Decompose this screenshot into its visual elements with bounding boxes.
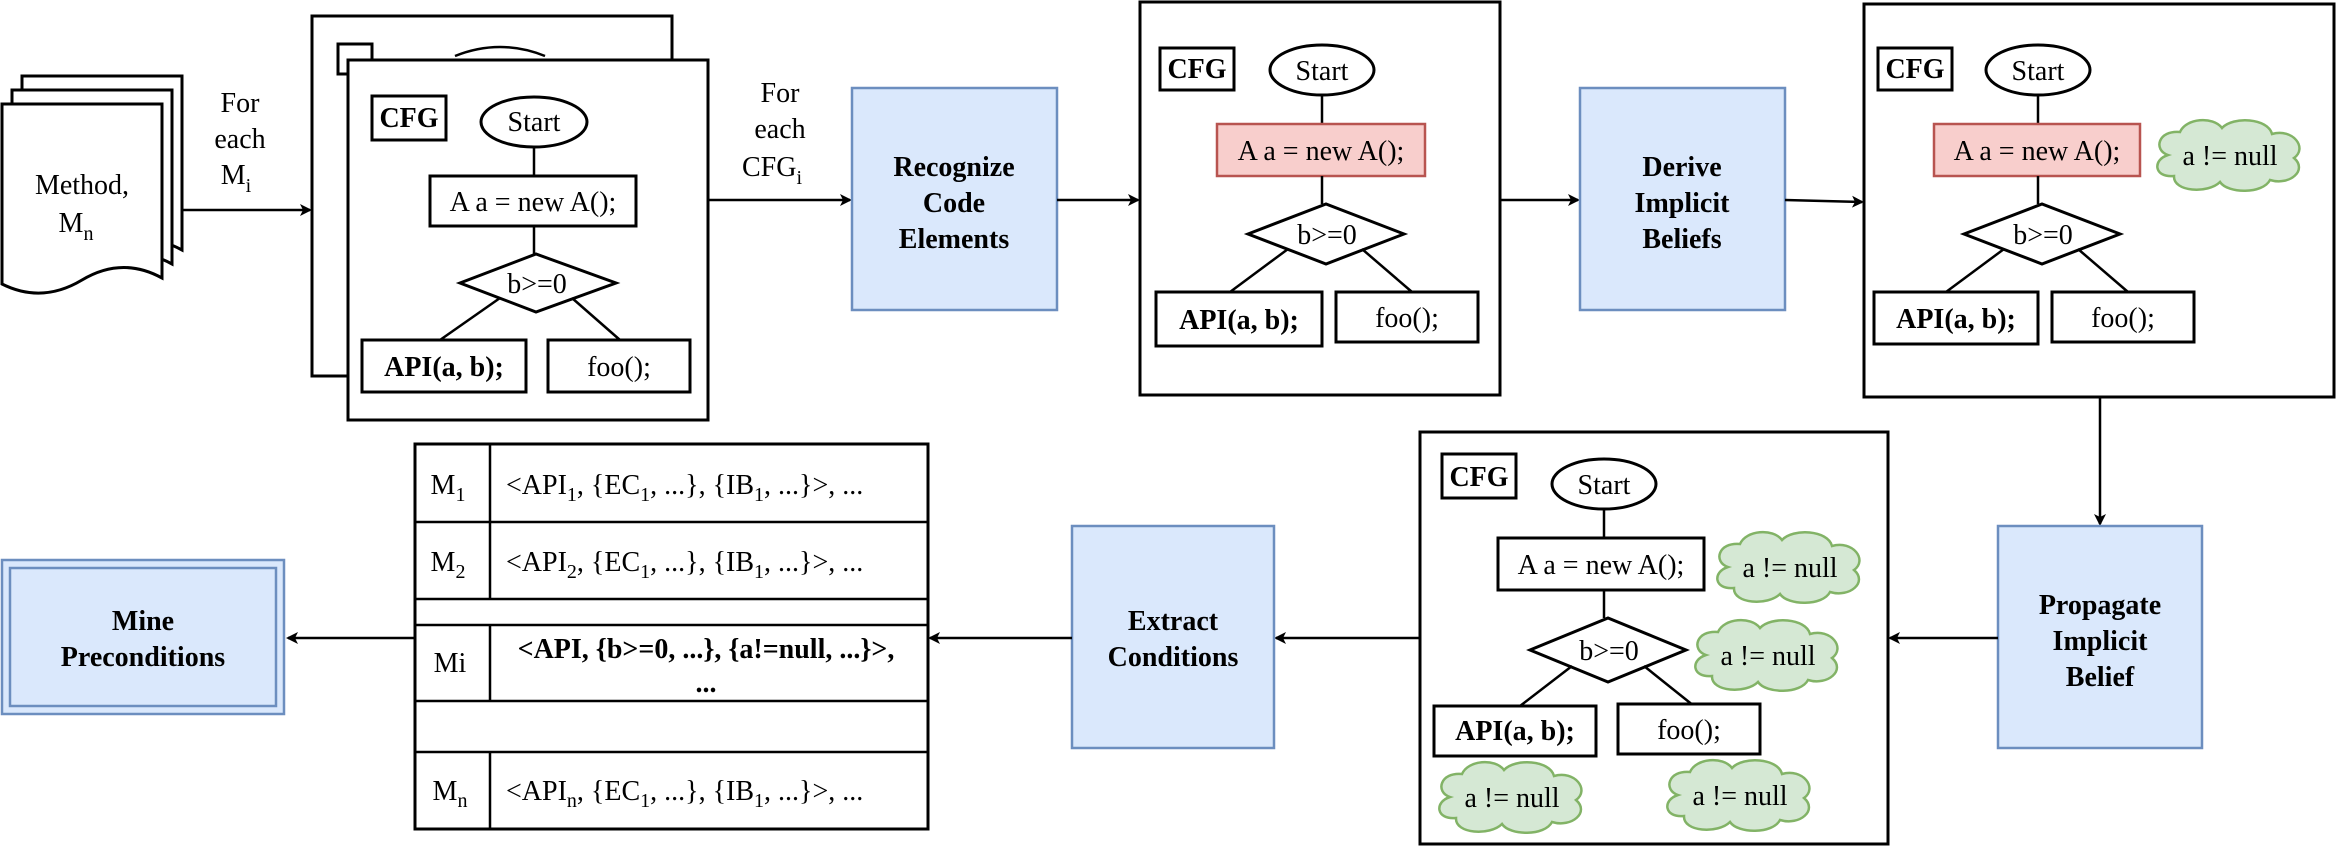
svg-text:a != null: a != null — [1464, 783, 1559, 814]
svg-text:M1: M1 — [431, 470, 466, 506]
svg-text:a != null: a != null — [2182, 141, 2277, 172]
svg-text:foo();: foo(); — [587, 352, 651, 383]
cfg-propagated: CFG Start A a = new A(); a != null b>=0 … — [1418, 430, 1890, 846]
loop-label-methods: For each Mi — [214, 88, 265, 197]
svg-text:CFG: CFG — [379, 103, 438, 134]
step-mine: Mine Preconditions — [0, 558, 286, 716]
svg-text:CFG: CFG — [1167, 54, 1226, 85]
svg-text:A a = new A();: A a = new A(); — [1238, 136, 1405, 167]
svg-text:For: For — [761, 78, 801, 109]
table-row: M2 <API2, {EC1, ...}, {IB1, ...}>, ... — [431, 547, 864, 583]
svg-text:Start: Start — [2012, 56, 2065, 87]
doc-label-1: Method, — [35, 170, 129, 201]
svg-text:...: ... — [696, 668, 717, 699]
stmt-node-highlighted — [1215, 122, 1427, 178]
svg-text:Preconditions: Preconditions — [61, 642, 225, 673]
step-propagate: Propagate Implicit Belief — [1996, 524, 2204, 750]
table-row-mi: Mi <API, {b>=0, ...}, {a!=null, ...}>, .… — [434, 634, 895, 699]
svg-text:For: For — [221, 88, 261, 119]
svg-text:API(a, b);: API(a, b); — [384, 352, 504, 383]
svg-text:Conditions: Conditions — [1108, 642, 1239, 673]
cfg-label-box — [370, 94, 448, 142]
svg-text:Start: Start — [1296, 56, 1349, 87]
svg-text:API(a, b);: API(a, b); — [1179, 305, 1299, 336]
svg-text:each: each — [214, 124, 265, 155]
svg-text:<API2, {EC1, ...}, {IB1, ...}>: <API2, {EC1, ...}, {IB1, ...}>, ... — [506, 547, 863, 583]
svg-text:A a = new A();: A a = new A(); — [450, 187, 617, 218]
svg-text:Extract: Extract — [1128, 606, 1219, 637]
cfg-recognized: CFG Start A a = new A(); b>=0 API(a, b);… — [1138, 0, 1502, 397]
svg-text:CFG: CFG — [1449, 462, 1508, 493]
svg-text:Start: Start — [1578, 470, 1631, 501]
svg-text:Elements: Elements — [899, 224, 1010, 255]
table-row: Mn <APIn, {EC1, ...}, {IB1, ...}>, ... — [433, 776, 864, 812]
svg-text:foo();: foo(); — [2091, 303, 2155, 334]
svg-text:Mi: Mi — [221, 160, 252, 197]
svg-text:a != null: a != null — [1742, 553, 1837, 584]
svg-text:Propagate: Propagate — [2039, 590, 2161, 621]
svg-text:<API, {b>=0, ...}, {a!=null, .: <API, {b>=0, ...}, {a!=null, ...}>, — [518, 634, 895, 665]
svg-text:Start: Start — [508, 107, 561, 138]
svg-text:Mi: Mi — [434, 648, 467, 679]
svg-text:a != null: a != null — [1692, 781, 1787, 812]
svg-text:Beliefs: Beliefs — [1642, 224, 1721, 255]
table-row: M1 <API1, {EC1, ...}, {IB1, ...}>, ... — [431, 470, 864, 506]
belief-cloud: a != null — [2156, 118, 2301, 193]
svg-text:Mn: Mn — [433, 776, 468, 812]
loop-label-cfgs: For each CFGi — [742, 78, 806, 189]
svg-text:foo();: foo(); — [1375, 303, 1439, 334]
svg-text:CFGi: CFGi — [742, 152, 802, 189]
svg-text:A a = new A();: A a = new A(); — [1518, 550, 1685, 581]
svg-text:API(a, b);: API(a, b); — [1896, 304, 2016, 335]
svg-text:Belief: Belief — [2066, 662, 2135, 693]
svg-text:Code: Code — [923, 188, 985, 219]
svg-text:A a = new A();: A a = new A(); — [1954, 136, 2121, 167]
svg-text:API(a, b);: API(a, b); — [1455, 716, 1575, 747]
step-derive: Derive Implicit Beliefs — [1578, 86, 1787, 312]
svg-text:a != null: a != null — [1720, 641, 1815, 672]
cfg-derived: CFG Start A a = new A(); a != null b>=0 … — [1862, 2, 2336, 399]
svg-text:Implicit: Implicit — [1635, 188, 1731, 219]
svg-text:b>=0: b>=0 — [1579, 636, 1639, 667]
svg-text:Derive: Derive — [1642, 152, 1721, 183]
svg-text:<APIn, {EC1, ...}, {IB1, ...}>: <APIn, {EC1, ...}, {IB1, ...}>, ... — [506, 776, 863, 812]
arrow-to-cfg-derived — [1784, 195, 1864, 208]
svg-text:CFG: CFG — [1885, 54, 1944, 85]
conditions-table: M1 <API1, {EC1, ...}, {IB1, ...}>, ... M… — [413, 442, 930, 831]
stmt-node — [428, 174, 638, 228]
api-node — [360, 338, 528, 394]
svg-text:b>=0: b>=0 — [2013, 220, 2073, 251]
svg-text:M2: M2 — [431, 547, 466, 583]
step-recognize: Recognize Code Elements — [850, 86, 1059, 312]
svg-text:Recognize: Recognize — [893, 152, 1014, 183]
cfg-stack: CFG Start A a = new A(); b>=0 API(a, b);… — [310, 14, 710, 422]
svg-text:b>=0: b>=0 — [1297, 220, 1357, 251]
svg-text:Implicit: Implicit — [2053, 626, 2149, 657]
svg-text:Mine: Mine — [112, 606, 174, 637]
svg-text:b>=0: b>=0 — [507, 269, 567, 300]
svg-text:foo();: foo(); — [1657, 715, 1721, 746]
svg-text:<API1, {EC1, ...}, {IB1, ...}>: <API1, {EC1, ...}, {IB1, ...}>, ... — [506, 470, 863, 506]
doc-label-2: Mn — [59, 208, 94, 245]
step-extract: Extract Conditions — [1070, 524, 1276, 750]
svg-text:each: each — [754, 114, 805, 145]
other-node — [546, 338, 692, 394]
method-documents: Method, Mn — [0, 74, 184, 295]
